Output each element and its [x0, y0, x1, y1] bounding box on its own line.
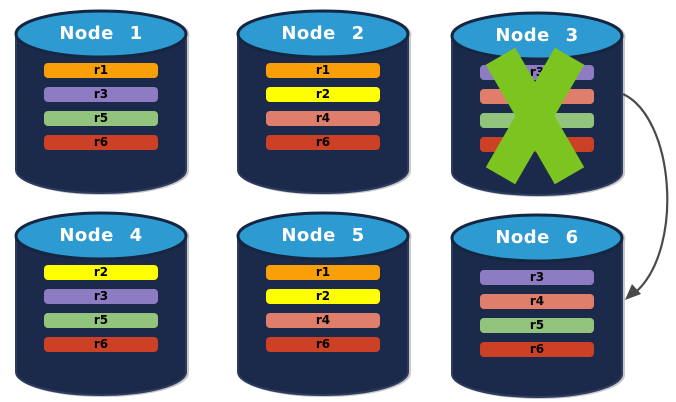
replica-label: r6	[529, 342, 545, 356]
replica-bar: r5	[44, 111, 158, 126]
node-title: Node 4	[59, 225, 143, 246]
replica-bar: r1	[266, 265, 380, 280]
replica-label: r4	[315, 111, 331, 125]
replica-label: r2	[315, 87, 331, 101]
replica-label: r6	[529, 137, 545, 151]
replica-label: r6	[93, 135, 109, 149]
node-title: Node 1	[59, 23, 143, 44]
replica-label: r2	[93, 265, 109, 279]
replica-label: r5	[529, 318, 545, 332]
replica-bar: r4	[480, 89, 594, 104]
replica-bar: r6	[480, 137, 594, 152]
replica-label: r3	[529, 270, 545, 284]
replica-label: r4	[529, 89, 545, 103]
replica-bar: r6	[44, 337, 158, 352]
replica-bar: r6	[266, 135, 380, 150]
replica-label: r1	[315, 265, 331, 279]
replica-bar: r5	[44, 313, 158, 328]
replica-label: r3	[93, 87, 109, 101]
node-1: Node 1 r1 r3 r5 r6	[13, 8, 189, 200]
replica-bar: r1	[266, 63, 380, 78]
replica-bar: r6	[44, 135, 158, 150]
replica-label: r4	[529, 294, 545, 308]
node-6: Node 6 r3 r4 r5 r6	[449, 212, 625, 402]
replica-label: r2	[315, 289, 331, 303]
replica-label: r4	[315, 313, 331, 327]
replica-bar: r3	[480, 65, 594, 80]
replica-bar: r4	[480, 294, 594, 309]
replica-bar: r3	[480, 270, 594, 285]
replica-label: r5	[529, 113, 545, 127]
replica-bar: r4	[266, 111, 380, 126]
replica-label: r6	[315, 135, 331, 149]
node-5: Node 5 r1 r2 r4 r6	[235, 210, 411, 402]
replica-bar: r6	[480, 342, 594, 357]
replica-bar: r5	[480, 113, 594, 128]
replica-label: r1	[315, 63, 331, 77]
replica-label: r6	[93, 337, 109, 351]
replica-bar: r3	[44, 289, 158, 304]
replica-label: r5	[93, 313, 109, 327]
node-title: Node 5	[281, 225, 365, 246]
node-title: Node 6	[495, 227, 579, 248]
replica-bar: r2	[266, 289, 380, 304]
replica-bar: r2	[44, 265, 158, 280]
replica-bar: r4	[266, 313, 380, 328]
replica-label: r3	[529, 65, 545, 79]
replica-label: r3	[93, 289, 109, 303]
replica-bar: r5	[480, 318, 594, 333]
node-2: Node 2 r1 r2 r4 r6	[235, 8, 411, 200]
failover-arrow	[622, 93, 669, 300]
replica-label: r6	[315, 337, 331, 351]
node-title: Node 3	[495, 25, 579, 46]
node-title: Node 2	[281, 23, 365, 44]
replica-bar: r1	[44, 63, 158, 78]
node-3: Node 3 r3 r4 r5 r6	[449, 10, 625, 202]
replica-bar: r3	[44, 87, 158, 102]
node-4: Node 4 r2 r3 r5 r6	[13, 210, 189, 402]
replica-label: r1	[93, 63, 109, 77]
replica-bar: r6	[266, 337, 380, 352]
replica-label: r5	[93, 111, 109, 125]
replica-bar: r2	[266, 87, 380, 102]
